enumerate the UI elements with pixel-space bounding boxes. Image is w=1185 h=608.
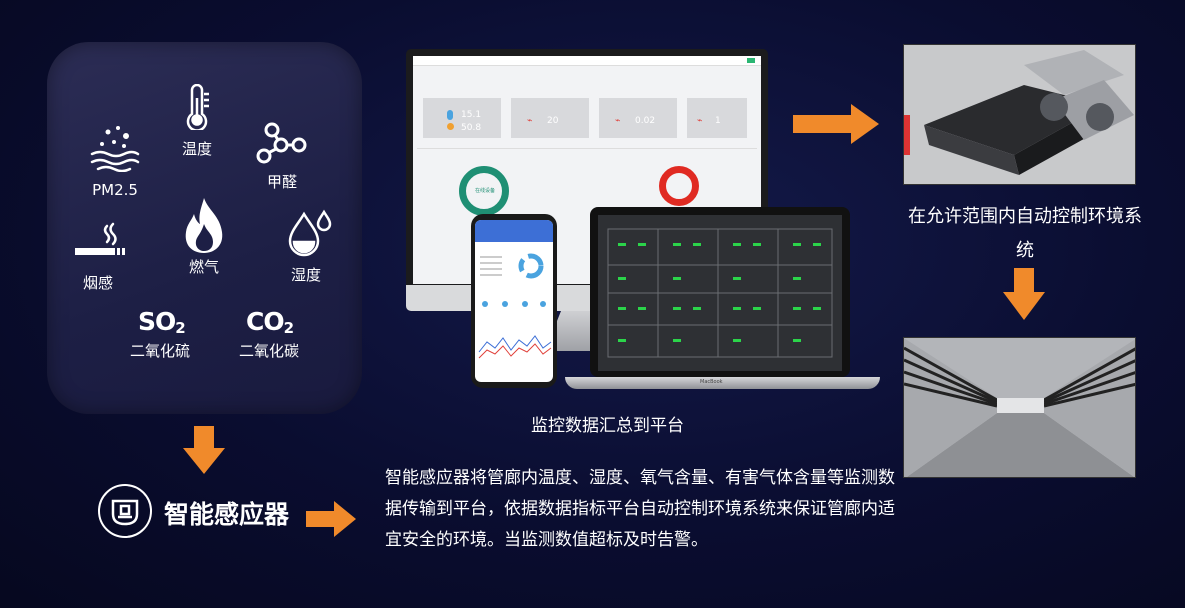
gas-label: 燃气 [188, 258, 219, 276]
humidity-label: 湿度 [290, 266, 321, 284]
flame-icon [180, 196, 228, 258]
so2-label: 二氧化硫 [129, 342, 190, 360]
temperature-label: 温度 [181, 140, 212, 158]
phone-screen [475, 220, 553, 382]
phone-device [471, 214, 557, 388]
formaldehyde-label: 甲醛 [266, 173, 297, 191]
brand-title: 智能感应器 [164, 500, 290, 529]
ring-label: 在线设备 [474, 188, 495, 194]
card-value: 0.02 [635, 116, 656, 126]
hvac-photo [903, 44, 1136, 185]
dashboard-card: ⌁ 20 [511, 98, 589, 138]
co2-formula: CO2 [246, 307, 294, 337]
control-caption: 在允许范围内自动控制环境系统 [908, 206, 1142, 261]
co2-label: 二氧化碳 [238, 342, 299, 360]
molecule-icon [255, 121, 309, 169]
sensor-device-icon [98, 484, 152, 538]
alarm-ring [659, 166, 699, 206]
dashboard-card: ⌁ 1 [687, 98, 747, 138]
smoke-label: 烟感 [82, 274, 113, 292]
arrow-right-icon [793, 104, 879, 144]
laptop-device [590, 207, 850, 377]
description-text: 智能感应器将管廊内温度、湿度、氧气含量、有害气体含量等监测数据传输到平台，依据数… [385, 468, 895, 550]
laptop-base [565, 377, 880, 389]
tunnel-photo [903, 337, 1136, 478]
so2-formula: SO2 [138, 307, 186, 337]
arrow-down-icon [183, 426, 225, 474]
platform-caption: 监控数据汇总到平台 [531, 416, 684, 436]
pm25-icon [88, 124, 142, 176]
dashboard-card: 15.1 50.8 [423, 98, 501, 138]
dashboard-card: ⌁ 0.02 [599, 98, 677, 138]
pm25-label: PM2.5 [92, 181, 138, 199]
card-value: 15.1 [461, 110, 482, 120]
laptop-brand: MacBook [700, 379, 723, 385]
arrow-down-icon [1003, 268, 1045, 320]
droplet-icon [286, 208, 332, 262]
cigarette-icon [73, 222, 129, 266]
card-value-extra: 50.8 [461, 123, 482, 133]
arrow-right-icon [306, 501, 356, 537]
online-ring: 在线设备 [459, 166, 509, 216]
dashboard-screen: 15.1 50.8 ⌁ 20 ⌁ 0.02 ⌁ 1 在线设备 [413, 56, 761, 284]
floorplan-screen [598, 215, 842, 371]
card-value: 1 [715, 116, 721, 126]
thermometer-icon [183, 83, 211, 134]
card-value: 20 [547, 116, 559, 126]
